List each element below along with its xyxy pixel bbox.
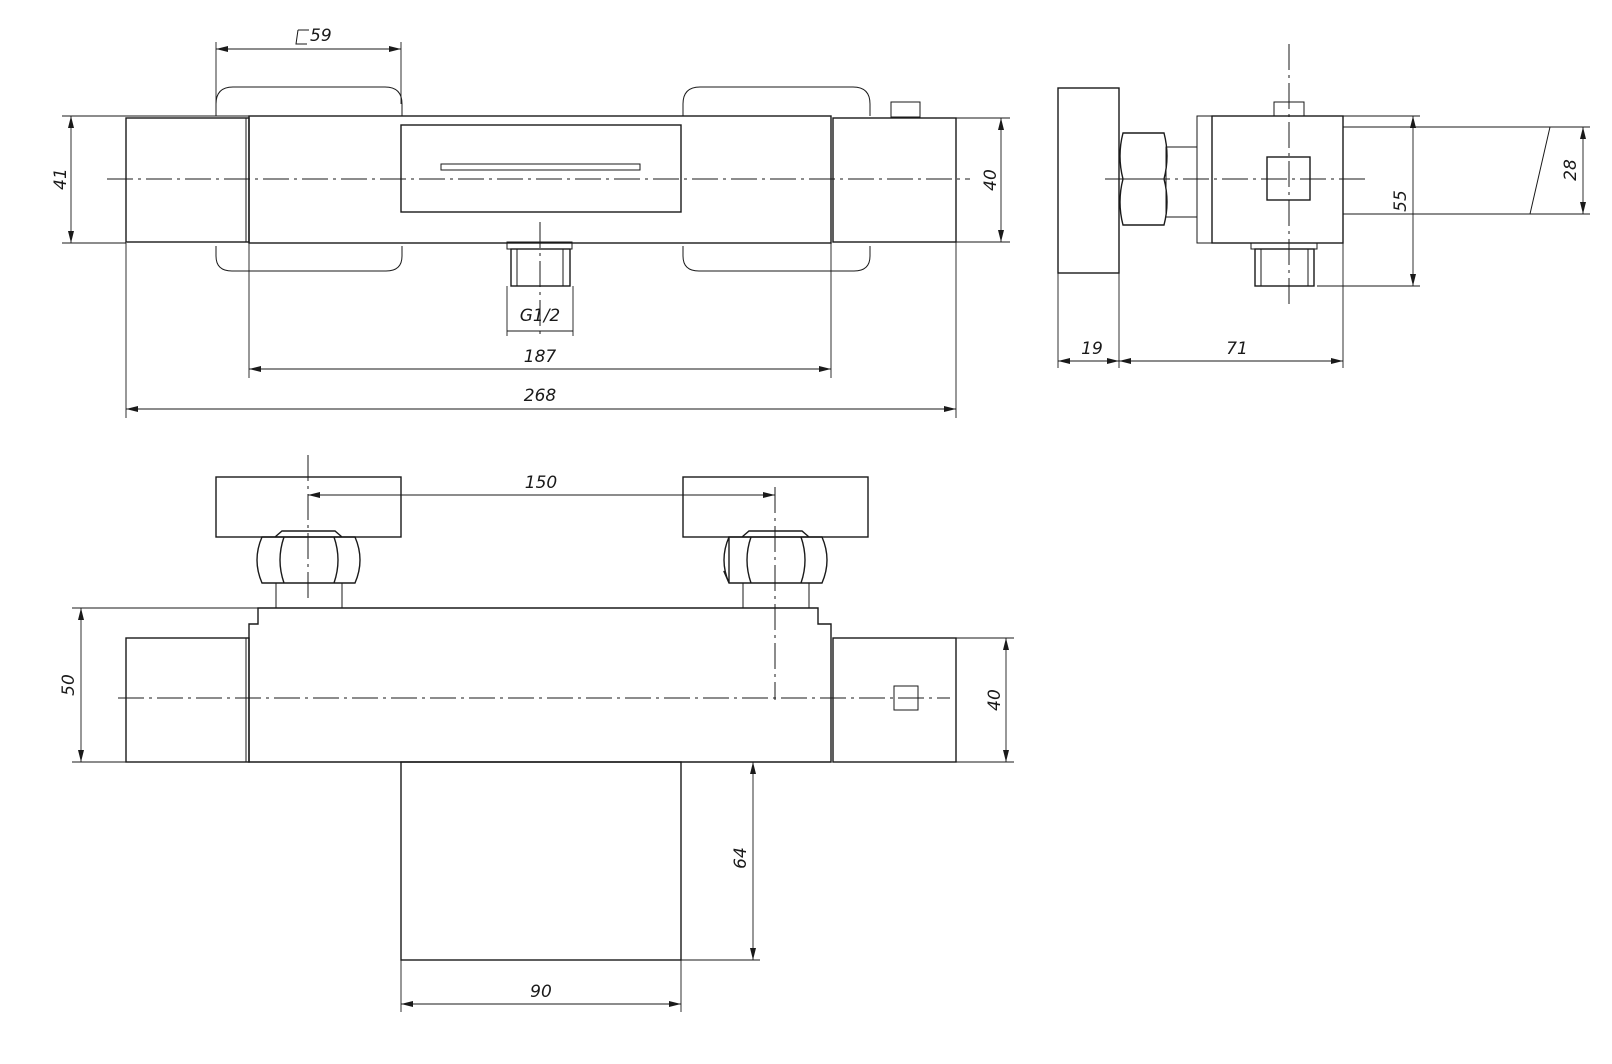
display-slot <box>440 163 641 171</box>
dim-19: 19 <box>1081 339 1103 359</box>
front-view: 59 41 40 G1/2 187 268 <box>51 26 1010 418</box>
dim-59: 59 <box>310 26 332 46</box>
left-end-cap <box>125 117 250 243</box>
dim-268: 268 <box>524 386 557 406</box>
side-outlet-nut <box>1250 242 1318 250</box>
dim-40-bottom: 40 <box>985 689 1005 711</box>
side-handle <box>1057 87 1120 274</box>
right-stem <box>742 582 810 609</box>
side-outlet-thread <box>1254 248 1315 287</box>
top-view: 150 50 40 64 90 <box>59 455 1014 1012</box>
side-collar <box>1165 146 1198 218</box>
right-knob-outline <box>682 86 871 272</box>
display-window <box>400 124 682 213</box>
left-stem <box>275 582 343 609</box>
dim-150: 150 <box>525 473 557 493</box>
side-spout <box>1343 126 1551 215</box>
top-left-end-cap <box>125 637 250 763</box>
spout <box>400 761 682 961</box>
dim-g12: G1/2 <box>520 306 561 326</box>
side-view: 19 71 55 28 <box>1057 44 1590 368</box>
dim-41: 41 <box>51 168 71 190</box>
dim-40-top: 40 <box>981 169 1001 191</box>
right-end-cap <box>832 117 957 243</box>
dim-55: 55 <box>1391 190 1411 212</box>
top-main-body <box>248 607 832 763</box>
dim-28: 28 <box>1561 159 1581 181</box>
side-hex-nut <box>1119 132 1168 226</box>
top-right-end-cap <box>832 637 957 763</box>
dim-90: 90 <box>530 982 552 1002</box>
dim-50: 50 <box>59 674 79 696</box>
dim-71: 71 <box>1226 339 1248 359</box>
square-symbol-icon <box>295 29 309 45</box>
dim-187: 187 <box>524 347 557 367</box>
top-button <box>890 101 921 118</box>
left-hex-nut <box>256 530 361 584</box>
dim-64: 64 <box>731 847 751 869</box>
